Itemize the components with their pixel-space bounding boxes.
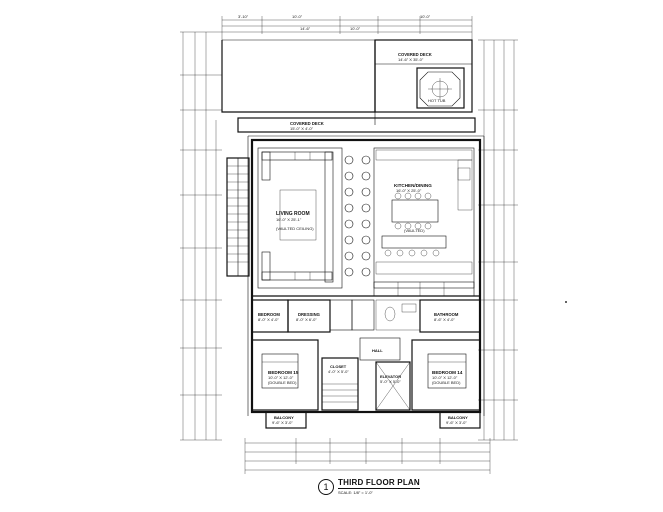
svg-text:10'-0": 10'-0" xyxy=(420,14,431,19)
mid-covered-deck xyxy=(237,117,476,133)
plan-title: THIRD FLOOR PLAN xyxy=(338,478,420,489)
balcony-right-size: 9'-6" X 3'-0" xyxy=(446,420,467,425)
drawing-number: 1 xyxy=(318,478,334,495)
left-dimension-lines xyxy=(180,31,222,441)
svg-text:10'-0": 10'-0" xyxy=(292,14,303,19)
covered-deck-top-label: COVERED DECK xyxy=(398,52,432,57)
bedroom-left-size: 8'-0" X 4'-0" xyxy=(258,317,279,322)
building-outline xyxy=(250,138,482,414)
top-dimension-lines: 3'-10" 10'-0" 10'-0" 14'-6" 10'-0" xyxy=(221,14,473,40)
bathroom-right-label: BATHROOM xyxy=(434,312,459,317)
living-room xyxy=(257,147,343,289)
bedroom-14-note: (DOUBLE BED) xyxy=(432,380,461,385)
balcony-right-label: BALCONY xyxy=(448,415,468,420)
bedroom-left-label: BEDROOM xyxy=(258,312,280,317)
hall-label: HALL xyxy=(372,348,383,353)
balcony-right xyxy=(439,411,481,429)
kitchen-dining-label: KITCHEN/DINING xyxy=(394,183,432,188)
living-room-label: LIVING ROOM xyxy=(276,211,310,217)
elevator-size: 5'-0" X 5'-0" xyxy=(380,379,401,384)
bedroom-15 xyxy=(251,339,319,411)
kitchen-dining xyxy=(373,147,475,289)
bedroom-14-size: 10'-0" X 12'-0" xyxy=(432,375,458,380)
svg-text:14'-6": 14'-6" xyxy=(300,26,311,31)
covered-deck-top-size: 14'-6" X 35'-0" xyxy=(398,57,424,62)
dressing-label: DRESSING xyxy=(298,312,320,317)
right-dimension-lines xyxy=(478,39,518,441)
living-room-note: (VAULTED CEILING) xyxy=(276,226,314,231)
margin-mark xyxy=(565,301,567,303)
plan-title-block: 1 THIRD FLOOR PLAN SCALE: 1/8" = 1'-0" xyxy=(318,478,420,495)
svg-text:3'-10": 3'-10" xyxy=(238,14,249,19)
exterior-stair xyxy=(226,157,250,277)
title-text-group: THIRD FLOOR PLAN SCALE: 1/8" = 1'-0" xyxy=(338,478,420,495)
elevator xyxy=(375,361,411,411)
hall xyxy=(359,337,401,361)
bedroom-15-note: (DOUBLE BED) xyxy=(268,380,297,385)
balcony-left xyxy=(265,411,307,429)
dining-chairs xyxy=(344,155,371,277)
bedroom-14-label: BEDROOM 14 xyxy=(432,370,463,375)
upper-covered-deck xyxy=(374,39,473,113)
svg-text:10'-0": 10'-0" xyxy=(350,26,361,31)
plan-scale: SCALE: 1/8" = 1'-0" xyxy=(338,490,373,495)
dressing-size: 8'-0" X 6'-0" xyxy=(296,317,317,322)
kitchen-dining-size: 16'-0" X 25'-0" xyxy=(396,188,422,193)
bedroom-15-label: BEDROOM 15 xyxy=(268,370,299,375)
closet-size: 4'-0" X 5'-0" xyxy=(328,369,349,374)
covered-deck-mid-size: 15'-0" X 4'-0" xyxy=(290,126,314,131)
kitchen-dining-note: (VAULTED) xyxy=(404,228,425,233)
bedroom-14 xyxy=(411,339,481,411)
bathroom-right-size: 8'-6" X 4'-0" xyxy=(434,317,455,322)
elevator-label: ELEVATOR xyxy=(380,374,401,379)
bottom-dimension-lines xyxy=(244,438,491,474)
balcony-left-label: BALCONY xyxy=(274,415,294,420)
hot-tub-label: HOT TUB xyxy=(428,98,446,103)
living-room-size: 16'-0" X 25'-1" xyxy=(276,217,302,222)
closet-label: CLOSET xyxy=(330,364,347,369)
bedroom-15-size: 10'-0" X 12'-0" xyxy=(268,375,294,380)
balcony-left-size: 9'-6" X 3'-0" xyxy=(272,420,293,425)
covered-deck-mid-label: COVERED DECK xyxy=(290,121,324,126)
